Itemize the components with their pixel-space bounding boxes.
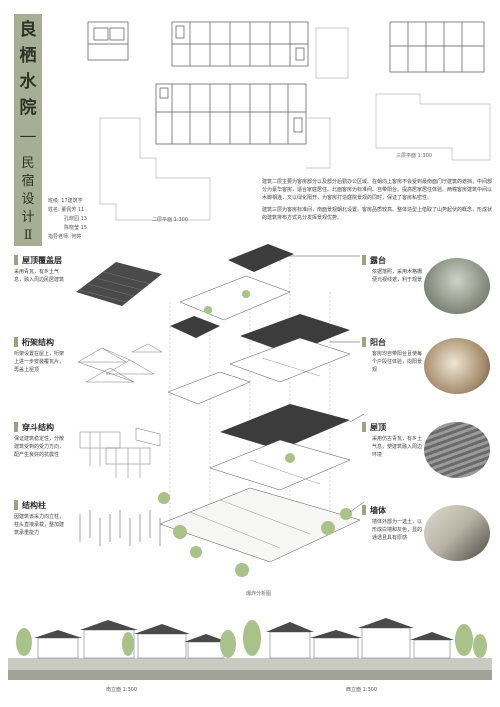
info-line: 指导老师: 何婷 [48, 234, 82, 240]
subtitle-char: 民 [21, 156, 35, 171]
info-line: 陈晓莹 15 [64, 225, 87, 231]
description: 建筑二层主要为客房部分以及部分后勤办公区域。在朝向上客房不会受到最南面门厅建筑的… [262, 178, 492, 222]
subtitle-char: 宿 [21, 174, 35, 189]
description-paragraph: 建筑二层主要为客房部分以及部分后勤办公区域。在朝向上客房不会受到最南面门厅建筑的… [262, 179, 493, 201]
accent-bar [362, 505, 366, 515]
floor-plans-drawing [87, 21, 491, 221]
plan-label-second-floor: 二层平面 1:300 [152, 217, 188, 223]
plan-label-third-floor: 三层平面 1:300 [396, 153, 432, 159]
right-item-text: 依据落照，采用木格栅便元视线遮，利于观景 [372, 269, 423, 283]
left-item-text: 采用青瓦，有乡土气息，融入周边民居建筑 [14, 269, 65, 283]
elevation-label-south: 南立面 1:300 [106, 687, 137, 693]
elevation-label-west: 西立面 1:300 [346, 687, 377, 693]
accent-bar [362, 337, 366, 347]
accent-bar [362, 422, 366, 432]
subtitle-char: Ⅱ [23, 228, 33, 243]
left-item-text: 因建筑该采力向立柱，柱头直接承载，整加建筑承重能力 [14, 514, 65, 536]
accent-bar [14, 500, 18, 510]
elevations-drawing [8, 618, 492, 680]
right-item-title: 墙体 [370, 506, 386, 515]
right-item-title: 屋顶 [370, 423, 386, 432]
subtitle-char: 设 [21, 192, 35, 207]
accent-bar [362, 255, 366, 265]
right-item-text: 客房均自带阳台且使每个户段往体验，向阳景观 [372, 351, 423, 373]
title-char: 良 [19, 20, 37, 40]
exploded-axonometric [158, 244, 365, 577]
title-char: 院 [19, 98, 37, 118]
description-paragraph: 建筑三层为客房标准间，南面景观朝北设置。客房品质较高。整体造型上借取了山势起伏的… [262, 207, 493, 221]
left-item-title: 结构柱 [22, 501, 46, 510]
left-item-title: 穿斗结构 [22, 423, 54, 432]
title-char: 栖 [19, 46, 37, 66]
title-panel: 良 栖 水 院 — 民 宿 设 计 Ⅱ [14, 14, 42, 246]
info-line: 班级: 17建筑学 [48, 198, 83, 204]
accent-bar [14, 422, 18, 432]
component-sketches [76, 262, 163, 546]
balcony-photo [424, 338, 490, 394]
title-char: 水 [19, 72, 37, 92]
left-item-title: 桁架结构 [22, 338, 54, 347]
terrace-photo [424, 258, 490, 314]
accent-bar [14, 337, 18, 347]
left-item-text: 桁架设置在屋上，桁架上进一步安装覆瓦片，再盖上屋顶 [14, 351, 65, 373]
right-item-title: 阳台 [370, 338, 386, 347]
left-item-title: 屋顶覆盖层 [22, 256, 62, 265]
roof-tile-photo [424, 422, 490, 478]
title-dash: — [19, 126, 37, 146]
info-line: 孔晓园 13 [64, 216, 87, 222]
accent-bar [14, 255, 18, 265]
axo-label: 爆炸分析图 [246, 591, 272, 597]
right-item-text: 墙体外部为一选土，以形成白墙和灰色，显的通透且具有原感 [372, 519, 423, 541]
right-item-text: 采用仿古青瓦，有乡土气息，使建筑融入周边环境 [372, 436, 423, 458]
info-line: 姓名: 董佩芳 11 [48, 207, 85, 213]
wall-photo [424, 505, 490, 561]
subtitle-char: 计 [21, 210, 35, 225]
left-item-text: 保证建筑稳定性，分散建筑受到的受力方向，配产生良好的抗震性 [14, 436, 65, 458]
right-item-title: 露台 [370, 256, 386, 265]
